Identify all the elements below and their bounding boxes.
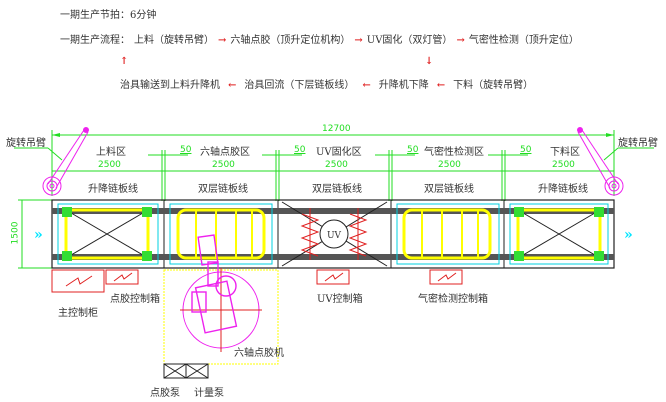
main-cabinet-label: 主控制柜: [58, 308, 98, 319]
zone-3-length: 2500: [325, 160, 348, 170]
width-dim: 1500: [10, 221, 21, 245]
left-arm-label: 旋转吊臂: [6, 138, 46, 149]
left-arrow-icon: ←: [436, 80, 446, 91]
right-arrow-icon: →: [218, 35, 227, 46]
zone-4-conveyor: 双层链板线: [424, 184, 474, 195]
right-arrow-icon: →: [354, 35, 363, 46]
dispense-box-label: 点胶控制箱: [110, 294, 160, 305]
flow-step-return-lift: 治具输送到上料升降机: [120, 80, 220, 91]
zone-5-length: 2500: [552, 160, 575, 170]
rotary-arm-right-icon: [577, 127, 624, 196]
rotary-arm-left-icon: [42, 127, 89, 196]
flow-step-load: 上料（旋转吊臂）: [134, 35, 214, 46]
zone-4-name: 气密性检测区: [424, 147, 484, 158]
dispense-pump-label: 点胶泵: [150, 388, 180, 399]
zone-2-length: 2500: [212, 160, 235, 170]
direction-arrow-right-icon: »: [624, 227, 633, 243]
gap-2: 50: [294, 145, 306, 155]
gap-4: 50: [520, 145, 532, 155]
robot-label: 六轴点胶机: [234, 348, 284, 359]
flow-step-leak: 气密性检测（顶升定位）: [468, 35, 579, 46]
left-arrow-icon: ←: [228, 80, 237, 91]
leak-box-label: 气密检测控制箱: [418, 294, 488, 305]
flow-top-row: 一期生产流程： 上料（旋转吊臂） → 六轴点胶（顶升定位机构） → UV固化（双…: [60, 35, 579, 47]
gap-1: 50: [180, 145, 192, 155]
flow-step-dispense: 六轴点胶（顶升定位机构）: [230, 35, 351, 46]
zone-1-name: 上料区: [96, 147, 126, 158]
uv-lamp-label: UV: [327, 231, 342, 241]
flow-step-lift-down: 升降机下降: [378, 80, 429, 91]
down-arrow-icon: ↓: [425, 56, 434, 67]
zone-3-conveyor: 双层链板线: [312, 184, 362, 195]
zone-4-length: 2500: [438, 160, 461, 170]
zone-3-name: UV固化区: [316, 147, 362, 158]
left-arrow-icon: ←: [362, 80, 371, 91]
right-arm-label: 旋转吊臂: [618, 138, 658, 149]
flow-bottom-row: 治具输送到上料升降机 ← 治具回流（下层链板线） ← 升降机下降 ← 下料（旋转…: [120, 80, 533, 92]
uv-box-label: UV控制箱: [317, 294, 363, 305]
zone-1-length: 2500: [98, 160, 121, 170]
right-arrow-icon: →: [456, 35, 465, 46]
direction-arrow-left-icon: »: [34, 227, 43, 243]
total-length-dim: 12700: [322, 124, 351, 134]
cycle-time: 一期生产节拍：6分钟: [60, 10, 157, 21]
pumps-icon: [163, 363, 209, 379]
zone-5-name: 下料区: [550, 147, 580, 158]
flow-step-uv: UV固化（双灯管）: [366, 35, 453, 46]
flow-label: 一期生产流程：: [60, 35, 130, 46]
zone-2-conveyor: 双层链板线: [198, 184, 248, 195]
zone-5-conveyor: 升降链板线: [538, 184, 588, 195]
flow-step-return: 治具回流（下层链板线）: [244, 80, 355, 91]
zone-1-conveyor: 升降链板线: [88, 184, 138, 195]
zone-2-name: 六轴点胶区: [200, 147, 250, 158]
up-arrow-icon: ↑: [120, 56, 129, 67]
flow-step-unload: 下料（旋转吊臂）: [453, 80, 534, 91]
six-axis-robot-icon: [191, 234, 238, 334]
metering-pump-label: 计量泵: [194, 388, 224, 399]
gap-3: 50: [407, 145, 419, 155]
